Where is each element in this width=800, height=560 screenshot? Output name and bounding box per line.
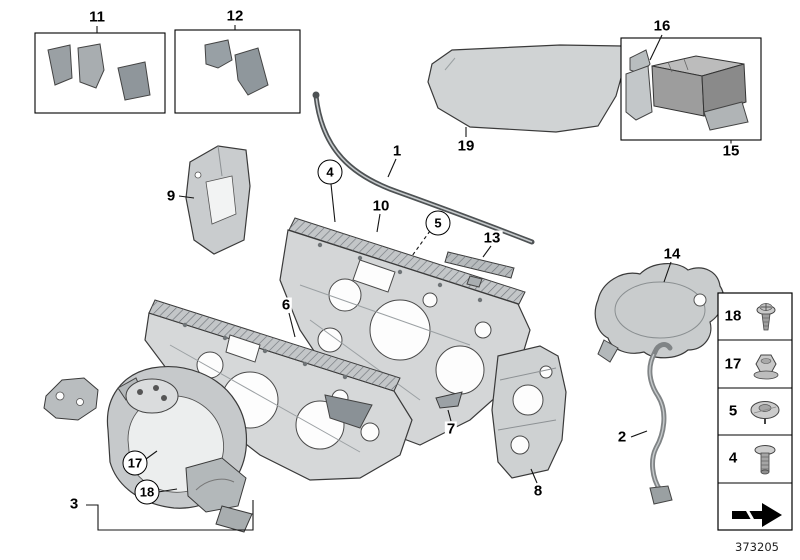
fastener-table[interactable]: [717, 292, 793, 531]
part-label-13[interactable]: 13: [481, 229, 503, 247]
part-label-1[interactable]: 1: [390, 142, 404, 160]
leader-lines: [86, 25, 732, 531]
part-19-insulation-mat[interactable]: [427, 44, 627, 133]
diagram-number: 373205: [735, 540, 779, 554]
part-label-16[interactable]: 16: [651, 17, 673, 35]
part-11-callout-box[interactable]: [34, 32, 166, 114]
continuation-arrow-icon[interactable]: [732, 503, 782, 527]
table-label-4[interactable]: 4: [728, 449, 738, 467]
plastic-nut-icon[interactable]: [753, 354, 779, 380]
part-14-insulation-mat[interactable]: [594, 263, 725, 363]
push-fastener-icon[interactable]: [750, 401, 780, 425]
part-12-callout-box[interactable]: [174, 29, 301, 114]
part-label-4[interactable]: 4: [317, 159, 343, 185]
part-label-10[interactable]: 10: [370, 197, 392, 215]
part-13-cowl-strip[interactable]: [444, 251, 515, 288]
table-label-18[interactable]: 18: [724, 307, 742, 325]
part-label-19[interactable]: 19: [455, 137, 477, 155]
part-8-side-panel[interactable]: [491, 345, 567, 479]
part-label-8[interactable]: 8: [531, 482, 545, 500]
part-15-battery-insulation-box[interactable]: [620, 37, 762, 141]
table-label-17[interactable]: 17: [724, 355, 742, 373]
blind-rivet-icon[interactable]: [754, 445, 776, 475]
part-label-7[interactable]: 7: [444, 420, 458, 438]
part-label-12[interactable]: 12: [224, 7, 246, 25]
part-label-6[interactable]: 6: [279, 296, 293, 314]
part-2-retaining-strap[interactable]: [647, 342, 673, 505]
part-1-seal-strip[interactable]: [312, 91, 535, 245]
part-label-14[interactable]: 14: [661, 245, 683, 263]
part-label-9[interactable]: 9: [164, 187, 178, 205]
part-label-11[interactable]: 11: [87, 8, 107, 26]
part-9-bracket[interactable]: [185, 145, 251, 255]
part-label-18[interactable]: 18: [134, 479, 160, 505]
table-label-5[interactable]: 5: [728, 402, 738, 420]
expansion-clip-icon[interactable]: [756, 303, 776, 331]
part-label-3[interactable]: 3: [67, 495, 81, 513]
part-label-2[interactable]: 2: [615, 428, 629, 446]
part-label-5[interactable]: 5: [425, 210, 451, 236]
part-7-wedge[interactable]: [435, 391, 463, 409]
part-label-15[interactable]: 15: [720, 142, 742, 160]
part-label-17[interactable]: 17: [122, 450, 148, 476]
part-6-dash-panel-front[interactable]: [144, 299, 413, 481]
